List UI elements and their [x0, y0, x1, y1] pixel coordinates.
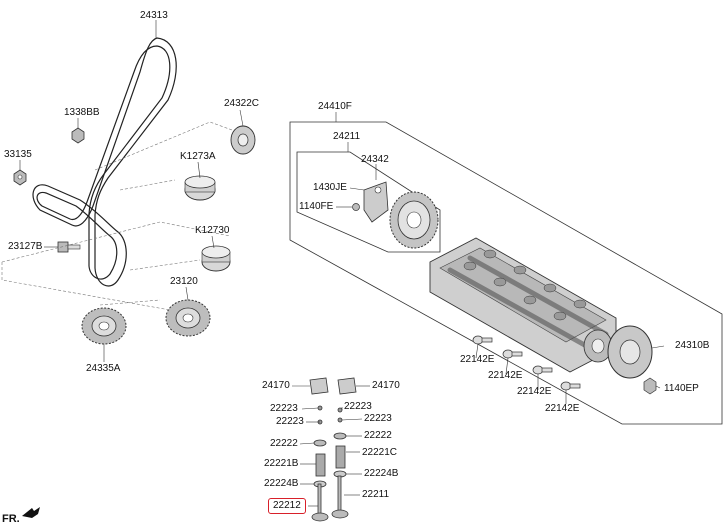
label-22222-right: 22222 — [364, 430, 392, 441]
label-23127b: 23127B — [8, 241, 43, 252]
sprocket-24335a-shape — [81, 307, 127, 345]
phaser-24342-shape — [363, 181, 389, 223]
label-22142e-a: 22142E — [460, 354, 495, 365]
label-22221b: 22221B — [264, 458, 299, 469]
bolt-1140fe-shape — [352, 203, 360, 211]
label-23120: 23120 — [170, 276, 198, 287]
label-24170-left: 24170 — [262, 380, 290, 391]
sprocket-23120-shape — [165, 299, 211, 337]
label-1338bb: 1338BB — [64, 107, 100, 118]
label-24310b: 24310B — [675, 340, 710, 351]
label-24342: 24342 — [361, 154, 389, 165]
label-1140ep: 1140EP — [664, 383, 699, 394]
label-24211: 24211 — [333, 131, 361, 142]
clips-22142e-shapes — [472, 335, 581, 391]
bolt-1140ep-shape — [643, 377, 657, 395]
label-22142e-b: 22142E — [488, 370, 523, 381]
label-22223-right: 22223 — [344, 401, 372, 412]
label-22224b-left: 22224B — [264, 478, 299, 489]
label-22142e-d: 22142E — [545, 403, 580, 414]
label-22212-highlighted[interactable]: 22212 — [268, 498, 306, 514]
bolt-23127b-shape — [57, 241, 81, 253]
valvetrain-right — [331, 377, 357, 519]
front-arrow-icon — [22, 507, 40, 518]
label-1140fe: 1140FE — [299, 201, 334, 212]
reference-lines — [1, 121, 233, 311]
idler-k12730-shape — [201, 245, 231, 272]
valvetrain-left — [309, 377, 329, 522]
label-22222-left: 22222 — [270, 438, 298, 449]
leader-lines — [19, 20, 665, 507]
label-22223-left: 22223 — [270, 403, 298, 414]
label-22223-right2: 22223 — [364, 413, 392, 424]
idler-k1273a-shape — [184, 175, 216, 201]
label-24170-right: 24170 — [372, 380, 400, 391]
front-direction-label: FR. — [2, 513, 20, 525]
label-24322c: 24322C — [224, 98, 260, 109]
label-22211: 22211 — [362, 489, 390, 500]
assembly-frame-24211 — [296, 151, 441, 253]
cylinder-head-shape — [429, 237, 617, 373]
label-k1273a: K1273A — [180, 151, 216, 162]
label-33135: 33135 — [4, 149, 32, 160]
cam-gear-shape — [389, 191, 439, 249]
label-22142e-c: 22142E — [517, 386, 552, 397]
assembly-frame-24410f — [289, 121, 723, 425]
sprocket-24310b-shape — [607, 325, 653, 379]
label-22221c: 22221C — [362, 447, 398, 458]
timing-belt — [32, 37, 177, 287]
label-22223-left2: 22223 — [276, 416, 304, 427]
label-1430je: 1430JE — [313, 182, 347, 193]
label-22224b-right: 22224B — [364, 468, 399, 479]
nut-33135-shape — [13, 169, 27, 186]
label-k12730: K12730 — [195, 225, 230, 236]
label-24313: 24313 — [140, 10, 168, 21]
bolt-1338bb-shape — [71, 127, 85, 144]
idler-24322c-shape — [230, 125, 256, 155]
label-24410f: 24410F — [318, 101, 352, 112]
label-24335a: 24335A — [86, 363, 121, 374]
